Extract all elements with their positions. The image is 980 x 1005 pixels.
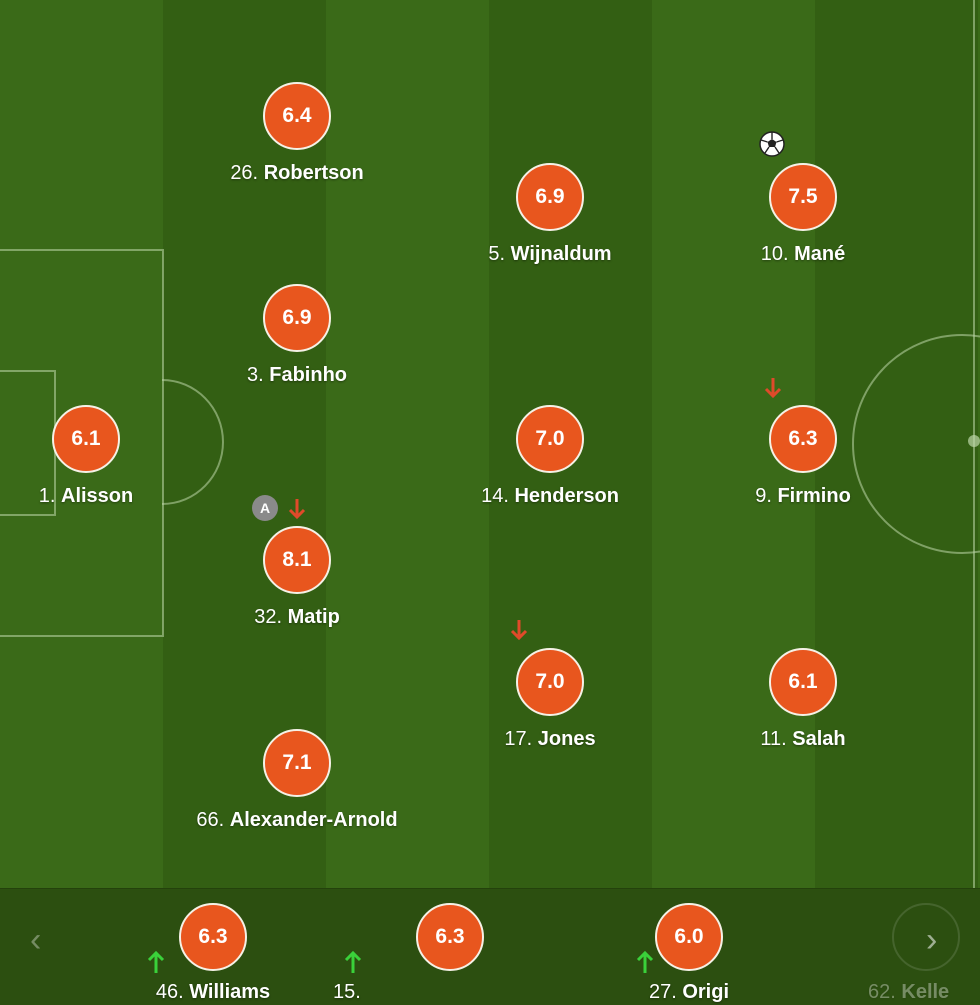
bench-next-button[interactable]: › (926, 921, 938, 959)
bench-player-15[interactable]: 6.3 15. (333, 903, 550, 1003)
bench-player-origi[interactable]: 6.0 27. Origi (589, 903, 789, 1004)
sub-on-arrow-icon (344, 950, 362, 973)
player-name: Alexander-Arnold (229, 809, 398, 831)
player-robertson[interactable]: 6.4 26. Robertson (177, 82, 417, 185)
player-number: 14. (481, 485, 509, 507)
player-name: Kelle (901, 981, 950, 1003)
player-name: Firmino (777, 485, 851, 507)
player-label: 32. Matip (177, 606, 417, 629)
player-name: Henderson (514, 485, 619, 507)
player-rating: 6.3 (416, 903, 484, 971)
player-label: 46. Williams (113, 981, 313, 1004)
player-name: Alisson (61, 485, 134, 507)
player-number: 62. (868, 981, 896, 1003)
player-number: 26. (230, 162, 259, 184)
player-fabinho[interactable]: 6.9 3. Fabinho (177, 284, 417, 387)
player-name: Jones (537, 728, 596, 750)
player-jones[interactable]: 7.0 17. Jones (430, 648, 670, 751)
player-rating: 6.9 (516, 163, 584, 231)
player-number: 32. (254, 606, 283, 628)
player-label: 17. Jones (430, 728, 670, 751)
sub-off-arrow-icon (510, 620, 528, 641)
player-rating-placeholder (892, 903, 960, 971)
player-label: 10. Mané (683, 243, 923, 266)
player-number: 66. (196, 809, 225, 831)
player-name: Wijnaldum (510, 243, 612, 265)
player-name: Robertson (263, 162, 364, 184)
sub-off-arrow-icon (764, 378, 782, 399)
player-number: 11. (760, 728, 787, 750)
bench: ‹ 6.3 46. Williams 6.3 15. 6.0 27. Origi… (0, 888, 980, 1005)
player-rating: 7.0 (516, 648, 584, 716)
captain-badge: A (252, 495, 278, 521)
bench-player-williams[interactable]: 6.3 46. Williams (113, 903, 313, 1004)
player-mane[interactable]: 7.5 10. Mané (683, 163, 923, 266)
player-rating: 6.1 (52, 405, 120, 473)
player-rating: 6.3 (769, 405, 837, 473)
sub-on-arrow-icon (147, 950, 165, 973)
player-name: Mané (794, 243, 846, 265)
player-name: Origi (682, 981, 730, 1003)
player-label: 14. Henderson (430, 485, 670, 508)
player-alexander-arnold[interactable]: 7.1 66. Alexander-Arnold (177, 729, 417, 832)
player-rating: 6.1 (769, 648, 837, 716)
player-rating: 6.3 (179, 903, 247, 971)
player-salah[interactable]: 6.1 11. Salah (683, 648, 923, 751)
player-rating: 7.5 (769, 163, 837, 231)
player-wijnaldum[interactable]: 6.9 5. Wijnaldum (430, 163, 670, 266)
player-name: Fabinho (269, 364, 347, 386)
player-name: Matip (287, 606, 340, 628)
player-rating: 6.4 (263, 82, 331, 150)
player-name: Williams (189, 981, 271, 1003)
player-henderson[interactable]: 7.0 14. Henderson (430, 405, 670, 508)
player-name: Salah (792, 728, 846, 750)
player-rating: 7.0 (516, 405, 584, 473)
player-label: 5. Wijnaldum (430, 243, 670, 266)
player-rating: 8.1 (263, 526, 331, 594)
player-label: 62. Kelle (826, 981, 980, 1004)
player-label: 27. Origi (589, 981, 789, 1004)
bench-prev-button[interactable]: ‹ (30, 921, 42, 959)
player-label: 26. Robertson (177, 162, 417, 185)
player-firmino[interactable]: 6.3 9. Firmino (683, 405, 923, 508)
player-rating: 7.1 (263, 729, 331, 797)
player-matip[interactable]: 8.1 32. Matip (177, 526, 417, 629)
player-rating: 6.0 (655, 903, 723, 971)
player-number: 9. (755, 485, 772, 507)
player-label: 1. Alisson (0, 485, 206, 508)
player-label: 66. Alexander-Arnold (177, 809, 417, 832)
player-number: 1. (38, 485, 56, 507)
player-number: 3. (246, 364, 264, 386)
center-spot (968, 435, 980, 447)
bench-player-keller[interactable]: 62. Kelle (826, 903, 980, 1004)
sub-off-arrow-icon (288, 499, 306, 520)
player-label: 11. Salah (683, 728, 923, 751)
player-number: 10. (760, 243, 789, 265)
soccer-ball-icon (759, 131, 785, 157)
player-alisson[interactable]: 6.1 1. Alisson (0, 405, 206, 508)
player-number: 46. (155, 981, 184, 1003)
player-label: 3. Fabinho (177, 364, 417, 387)
player-number: 15. (333, 981, 361, 1003)
player-rating: 6.9 (263, 284, 331, 352)
player-label: 9. Firmino (683, 485, 923, 508)
sub-on-arrow-icon (636, 950, 654, 973)
player-number: 27. (648, 981, 677, 1003)
player-number: 5. (488, 243, 506, 265)
player-number: 17. (504, 728, 533, 750)
